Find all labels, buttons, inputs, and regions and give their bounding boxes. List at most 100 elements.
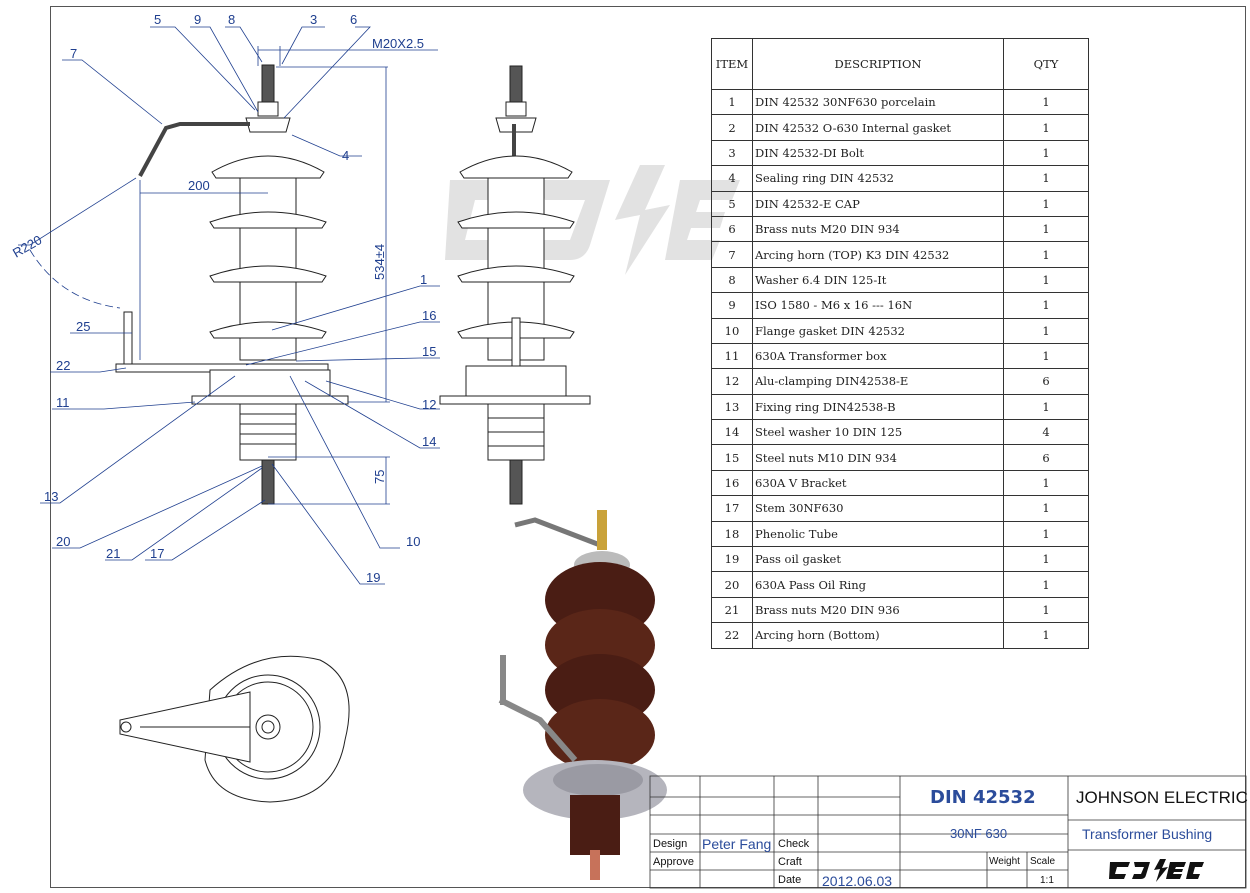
bom-item-cell: 17 (711, 495, 753, 522)
bom-description-cell: Alu-clamping DIN42538-E (752, 368, 1004, 395)
bom-description-cell: Arcing horn (Bottom) (752, 622, 1004, 649)
leader-lines (18, 26, 440, 585)
date-label: Date (778, 874, 802, 886)
bom-header-qty: QTY (1003, 38, 1089, 90)
approve-label: Approve (653, 856, 694, 868)
balloon-13: 13 (44, 489, 58, 504)
balloon-12: 12 (422, 397, 436, 412)
reach-dim: 200 (188, 178, 210, 193)
bom-header-item: ITEM (711, 38, 753, 90)
balloon-17: 17 (150, 546, 164, 561)
bom-description-cell: DIN 42532-E CAP (752, 190, 1004, 217)
bom-description-cell: Steel washer 10 DIN 125 (752, 419, 1004, 446)
side-view (439, 65, 591, 505)
bom-qty-cell: 1 (1003, 165, 1089, 192)
balloon-1: 1 (420, 272, 427, 287)
scale-value: 1:1 (1040, 875, 1054, 886)
balloon-15: 15 (422, 344, 436, 359)
brand-logo (1109, 859, 1204, 882)
balloon-16: 16 (422, 308, 436, 323)
balloon-11: 11 (56, 395, 70, 410)
top-view (119, 655, 350, 803)
date-value: 2012.06.03 (822, 873, 893, 889)
drawing-frame (50, 6, 1246, 888)
bom-item-cell: 9 (711, 292, 753, 319)
bom-item-cell: 10 (711, 317, 753, 344)
bom-description-cell: Fixing ring DIN42538-B (752, 393, 1004, 421)
bom-description-cell: Sealing ring DIN 42532 (752, 165, 1004, 192)
bom-qty-cell: 6 (1003, 368, 1089, 395)
bom-item-cell: 15 (711, 444, 753, 471)
bom-qty-cell: 1 (1003, 342, 1089, 370)
designer-name: Peter Fang (702, 836, 772, 852)
bom-item-cell: 1 (711, 88, 753, 116)
bom-description-cell: DIN 42532 30NF630 porcelain (752, 88, 1004, 116)
bom-item-cell: 12 (711, 368, 753, 395)
balloon-22: 22 (56, 358, 70, 373)
bom-item-cell: 14 (711, 419, 753, 446)
iso-view (498, 510, 667, 880)
bom-header-row: ITEM DESCRIPTION QTY (711, 38, 1089, 90)
offset-dim: 25 (76, 319, 90, 334)
bom-qty-cell: 1 (1003, 190, 1089, 217)
bom-item-cell: 13 (711, 393, 753, 421)
balloon-20: 20 (56, 534, 70, 549)
bom-qty-cell: 1 (1003, 215, 1089, 243)
bom-qty-cell: 1 (1003, 469, 1089, 497)
bom-item-cell: 7 (711, 241, 753, 268)
balloon-5: 5 (154, 12, 161, 27)
bom-qty-cell: 1 (1003, 571, 1089, 598)
bom-description-cell: DIN 42532-DI Bolt (752, 139, 1004, 167)
bom-qty-cell: 1 (1003, 546, 1089, 573)
balloon-9: 9 (194, 12, 201, 27)
bom-qty-cell: 1 (1003, 393, 1089, 421)
bottom-dim: 75 (372, 470, 387, 484)
bom-header-description: DESCRIPTION (752, 38, 1004, 90)
bom-qty-cell: 1 (1003, 596, 1089, 624)
bom-item-cell: 20 (711, 571, 753, 598)
bom-description-cell: Washer 6.4 DIN 125-It (752, 266, 1004, 294)
bom-description-cell: Phenolic Tube (752, 520, 1004, 548)
scale-label: Scale (1030, 856, 1056, 867)
design-label: Design (653, 838, 688, 850)
company-name: JOHNSON ELECTRIC (1076, 788, 1248, 807)
balloon-labels: 5 9 8 3 6 7 4 1 16 15 22 11 12 14 13 20 … (44, 12, 436, 585)
bom-description-cell: Flange gasket DIN 42532 (752, 317, 1004, 344)
bom-qty-cell: 6 (1003, 444, 1089, 471)
bom-qty-cell: 1 (1003, 241, 1089, 268)
weight-label: Weight (989, 856, 1020, 867)
bom-qty-cell: 1 (1003, 622, 1089, 649)
balloon-14: 14 (422, 434, 436, 449)
bom-item-cell: 8 (711, 266, 753, 294)
bom-item-cell: 18 (711, 520, 753, 548)
bom-item-cell: 4 (711, 165, 753, 192)
title-block-grid (649, 775, 1247, 889)
balloon-21: 21 (106, 546, 120, 561)
bom-qty-cell: 1 (1003, 88, 1089, 116)
product-label: Transformer Bushing (1082, 826, 1213, 842)
bom-item-cell: 2 (711, 114, 753, 141)
height-dim: 534±4 (372, 244, 387, 280)
bom-description-cell: Brass nuts M20 DIN 934 (752, 215, 1004, 243)
standard-label: DIN 42532 (930, 787, 1036, 808)
check-label: Check (778, 838, 810, 850)
front-view (115, 64, 349, 505)
